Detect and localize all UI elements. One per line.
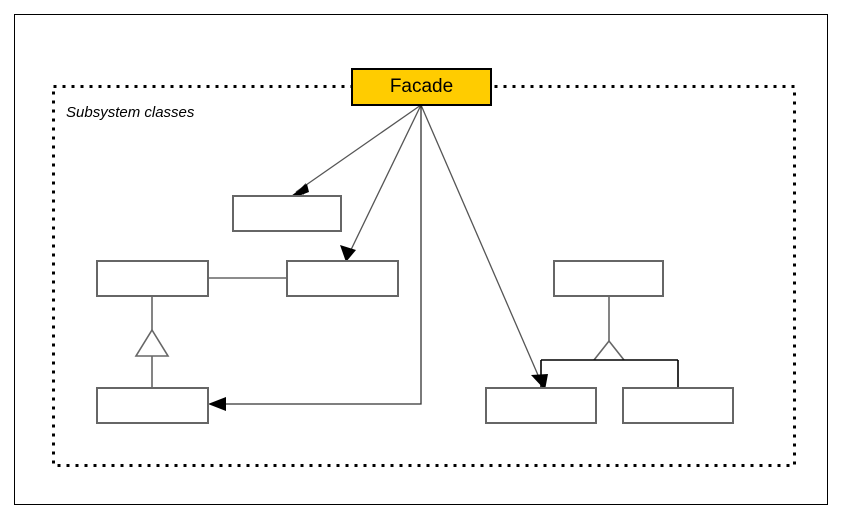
edge-facade-to-sub-f — [420, 104, 548, 390]
class-node-sub-a[interactable] — [232, 195, 342, 232]
edge-sub-e-to-children — [540, 296, 679, 388]
class-node-sub-g[interactable] — [622, 387, 734, 424]
edge-facade-to-sub-c — [340, 104, 422, 262]
open-triangle-icon — [593, 339, 625, 361]
edge-facade-to-sub-d — [208, 105, 422, 411]
hollow-triangle-icon — [134, 328, 170, 357]
edge-sub-d-to-sub-b — [134, 296, 170, 388]
edge-facade-to-sub-a — [291, 104, 422, 197]
class-node-sub-e[interactable] — [553, 260, 664, 297]
class-node-sub-c[interactable] — [286, 260, 399, 297]
class-node-sub-b[interactable] — [96, 260, 209, 297]
filled-arrowhead-icon — [531, 374, 548, 390]
filled-arrowhead-icon — [208, 397, 226, 411]
subsystem-classes-label: Subsystem classes — [66, 104, 195, 121]
facade-node[interactable] — [351, 68, 492, 106]
class-node-sub-d[interactable] — [96, 387, 209, 424]
class-node-sub-f[interactable] — [485, 387, 597, 424]
filled-arrowhead-icon — [340, 245, 356, 262]
